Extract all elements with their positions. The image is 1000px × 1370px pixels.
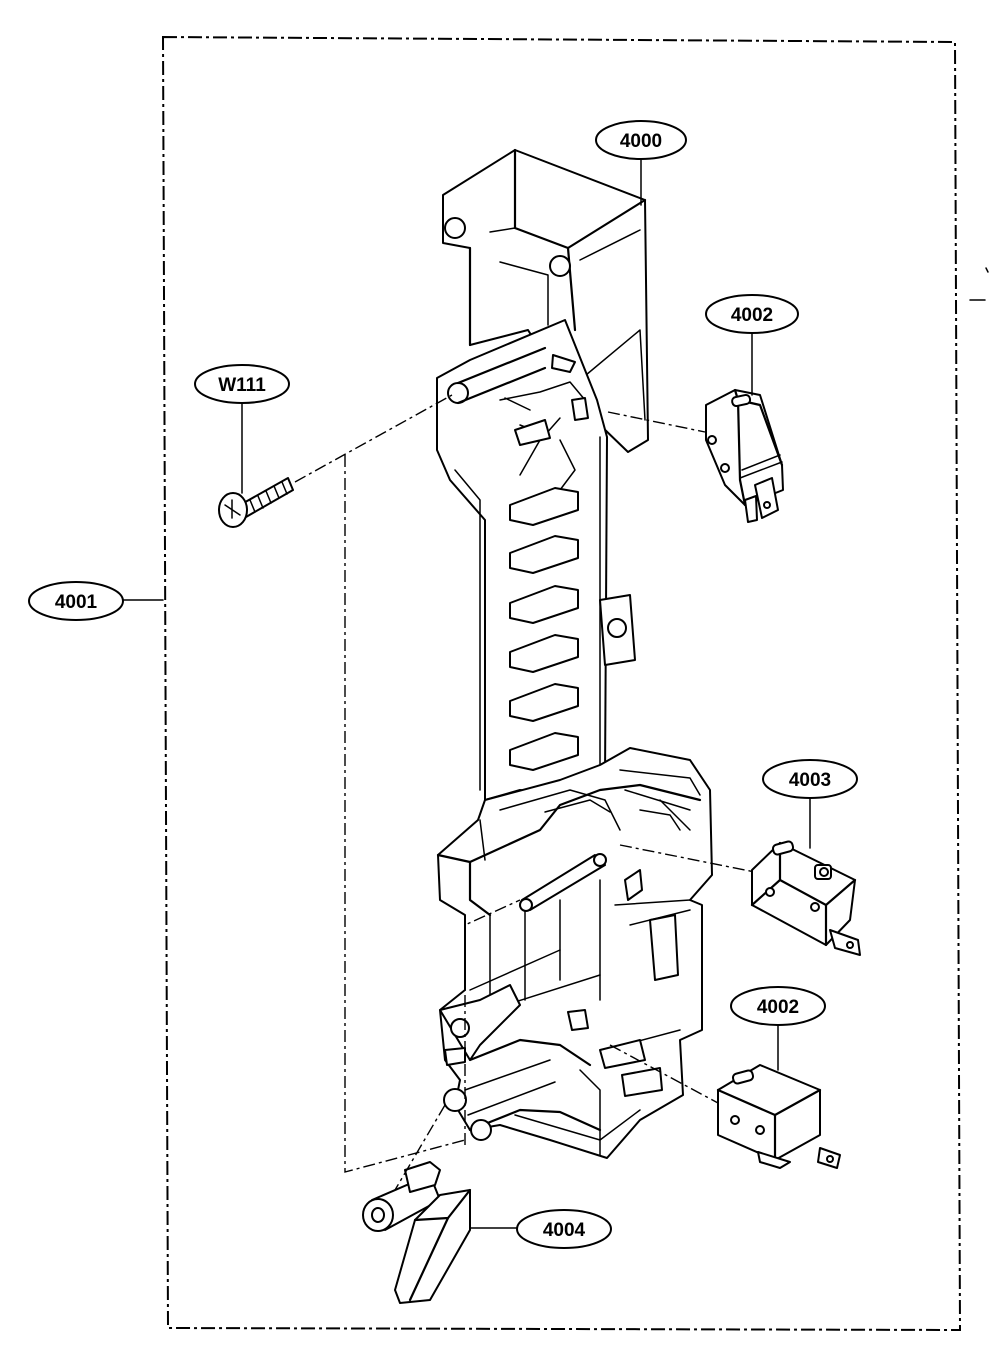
callout-w111: W111 — [194, 364, 290, 404]
callout-4003-label: 4003 — [789, 770, 831, 791]
callout-4002-bottom-label: 4002 — [757, 997, 799, 1018]
callout-4002-top-label: 4002 — [731, 305, 773, 326]
callout-4000-label: 4000 — [620, 131, 662, 152]
callout-4002-bottom: 4002 — [730, 986, 826, 1026]
callout-4004: 4004 — [516, 1209, 612, 1249]
assembly-lines — [294, 394, 756, 1191]
microswitch-4003 — [750, 840, 861, 956]
screw-w111 — [218, 477, 294, 528]
callout-4004-label: 4004 — [543, 1220, 586, 1241]
body-slats — [509, 487, 579, 771]
callout-4000: 4000 — [595, 120, 687, 160]
latch-board-4000 — [436, 148, 713, 1159]
microswitch-4002-bottom — [716, 1064, 841, 1169]
assembly-frame — [161, 35, 962, 1332]
microswitch-4002-top — [705, 388, 784, 523]
callout-4002-top: 4002 — [705, 294, 799, 334]
callout-leaders — [122, 157, 811, 1229]
callout-w111-label: W111 — [218, 375, 266, 396]
callout-4001-label: 4001 — [55, 592, 98, 613]
margin-mark — [985, 267, 989, 273]
callout-4001: 4001 — [28, 581, 124, 621]
callout-4003: 4003 — [762, 759, 858, 799]
lever-4004 — [362, 1161, 472, 1304]
